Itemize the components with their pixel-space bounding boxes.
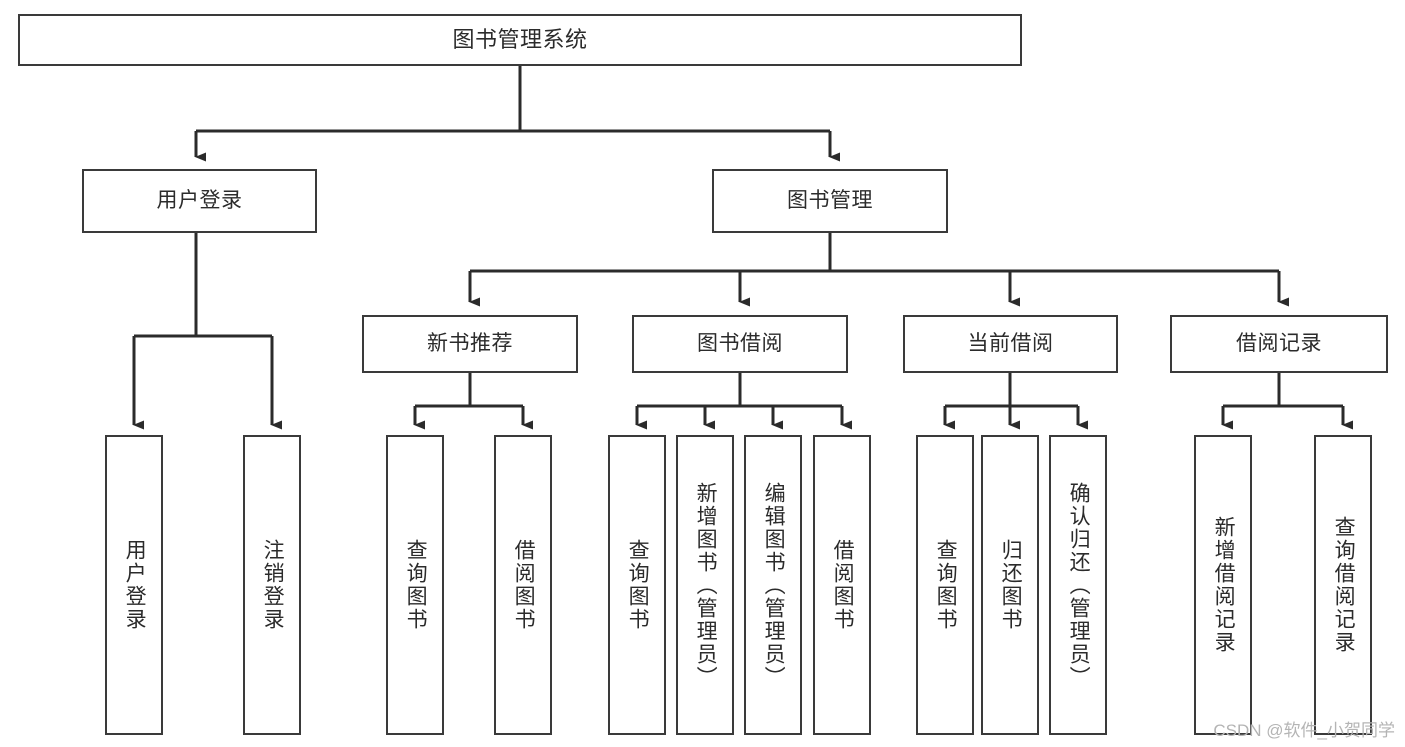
leaf-current-return-book[interactable]: 归还图书 bbox=[981, 435, 1039, 735]
leaf-borrow-query-book-label: 查询图书 bbox=[626, 539, 650, 631]
connectors-records bbox=[1221, 373, 1353, 430]
leaf-borrow-edit-book-admin-label: 编辑图书（管理员） bbox=[762, 481, 786, 689]
leaf-records-query-record-label: 查询借阅记录 bbox=[1332, 516, 1356, 654]
node-user-login-label: 用户登录 bbox=[156, 189, 243, 213]
node-root-book-management-system[interactable]: 图书管理系统 bbox=[18, 14, 1022, 66]
leaf-user-login-logout[interactable]: 注销登录 bbox=[243, 435, 301, 735]
node-root-label: 图书管理系统 bbox=[452, 26, 588, 52]
leaf-borrow-add-book-admin[interactable]: 新增图书（管理员） bbox=[676, 435, 734, 735]
node-borrow-records-label: 借阅记录 bbox=[1236, 332, 1322, 356]
leaf-current-confirm-return-admin-label: 确认归还（管理员） bbox=[1067, 481, 1091, 689]
connectors-borrow bbox=[635, 373, 852, 430]
leaf-current-query-book[interactable]: 查询图书 bbox=[916, 435, 974, 735]
leaf-user-login-login[interactable]: 用户登录 bbox=[105, 435, 163, 735]
leaf-borrow-borrow-book[interactable]: 借阅图书 bbox=[813, 435, 871, 735]
leaf-records-add-record-label: 新增借阅记录 bbox=[1212, 516, 1236, 654]
leaf-borrow-borrow-book-label: 借阅图书 bbox=[831, 539, 855, 631]
leaf-records-add-record[interactable]: 新增借阅记录 bbox=[1194, 435, 1252, 735]
node-new-book-recommendation-label: 新书推荐 bbox=[427, 332, 513, 356]
leaf-borrow-add-book-admin-label: 新增图书（管理员） bbox=[694, 481, 718, 689]
leaf-new-books-query-book-label: 查询图书 bbox=[404, 539, 428, 631]
connectors-current bbox=[943, 373, 1088, 430]
connectors-level1 bbox=[194, 66, 840, 162]
node-new-book-recommendation[interactable]: 新书推荐 bbox=[362, 315, 578, 373]
leaf-current-confirm-return-admin[interactable]: 确认归还（管理员） bbox=[1049, 435, 1107, 735]
leaf-new-books-borrow-book-label: 借阅图书 bbox=[512, 539, 536, 631]
node-user-login[interactable]: 用户登录 bbox=[82, 169, 317, 233]
leaf-user-login-logout-label: 注销登录 bbox=[261, 539, 285, 631]
node-book-management-label: 图书管理 bbox=[787, 189, 873, 213]
connectors-user-login bbox=[132, 233, 282, 430]
node-current-borrow[interactable]: 当前借阅 bbox=[903, 315, 1118, 373]
leaf-user-login-login-label: 用户登录 bbox=[123, 539, 147, 631]
csdn-watermark: CSDN @软件_小贺同学 bbox=[1213, 721, 1395, 740]
leaf-records-query-record[interactable]: 查询借阅记录 bbox=[1314, 435, 1372, 735]
connectors-new-books bbox=[413, 373, 533, 430]
node-current-borrow-label: 当前借阅 bbox=[967, 332, 1054, 356]
leaf-borrow-query-book[interactable]: 查询图书 bbox=[608, 435, 666, 735]
node-book-borrow-label: 图书借阅 bbox=[697, 332, 783, 356]
leaf-new-books-query-book[interactable]: 查询图书 bbox=[386, 435, 444, 735]
leaf-new-books-borrow-book[interactable]: 借阅图书 bbox=[494, 435, 552, 735]
leaf-borrow-edit-book-admin[interactable]: 编辑图书（管理员） bbox=[744, 435, 802, 735]
node-book-management[interactable]: 图书管理 bbox=[712, 169, 948, 233]
node-borrow-records[interactable]: 借阅记录 bbox=[1170, 315, 1388, 373]
connectors-book-manage bbox=[468, 233, 1289, 307]
node-book-borrow[interactable]: 图书借阅 bbox=[632, 315, 848, 373]
leaf-current-return-book-label: 归还图书 bbox=[999, 539, 1023, 631]
leaf-current-query-book-label: 查询图书 bbox=[934, 539, 958, 631]
